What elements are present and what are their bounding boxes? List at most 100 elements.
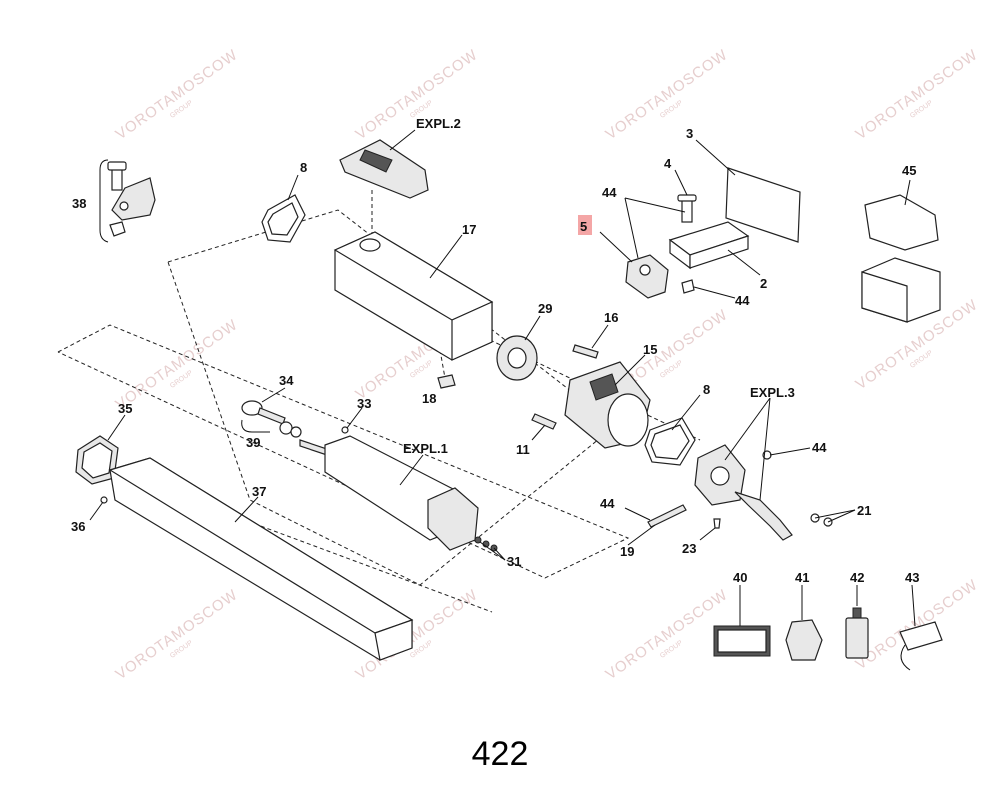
watermark: VOROTAMOSCOW GROUP	[113, 46, 242, 143]
callout-45[interactable]: 45	[902, 163, 916, 178]
leader-expl3-b	[759, 397, 771, 501]
bottle-shape	[845, 617, 869, 659]
callout-expl-2[interactable]: EXPL.2	[416, 116, 461, 131]
cover-vent-shape	[359, 149, 393, 173]
accessory-inner-shape	[717, 629, 767, 653]
part-21-bolts	[810, 513, 833, 527]
part-18-key	[437, 374, 456, 389]
callout-expl-1[interactable]: EXPL.1	[403, 441, 448, 456]
callout-33[interactable]: 33	[357, 396, 371, 411]
part-23-screw	[713, 518, 721, 529]
leader-36	[89, 501, 104, 521]
callout-16[interactable]: 16	[604, 310, 618, 325]
bracket-brace	[99, 159, 109, 243]
callout-expl-3[interactable]: EXPL.3	[750, 385, 795, 400]
callout-35[interactable]: 35	[118, 401, 132, 416]
leader-expl3-a	[724, 397, 771, 461]
leader-16	[591, 324, 609, 349]
part-34-rod-end	[241, 400, 286, 425]
capacitor-shape	[899, 621, 943, 651]
callout-4[interactable]: 4	[664, 156, 672, 171]
callout-40[interactable]: 40	[733, 570, 747, 585]
bag-shape	[785, 619, 823, 661]
callout-8-left[interactable]: 8	[300, 160, 307, 175]
cylinder-head-shape	[427, 487, 479, 551]
nuts-brace	[241, 419, 270, 433]
callout-2[interactable]: 2	[760, 276, 767, 291]
callout-43[interactable]: 43	[905, 570, 919, 585]
part-39-nuts	[241, 419, 302, 438]
output-shaft-shape	[734, 491, 793, 541]
callout-38[interactable]: 38	[72, 196, 86, 211]
part-45-packaging-box	[861, 194, 941, 323]
leader-5	[599, 231, 633, 263]
watermark: VOROTAMOSCOW GROUP	[603, 46, 732, 143]
screw-shape	[100, 496, 108, 504]
leader-19	[627, 524, 656, 546]
part-17-motor-housing	[333, 231, 494, 361]
part-11-pin	[531, 413, 557, 430]
callout-42[interactable]: 42	[850, 570, 864, 585]
leader-11	[531, 424, 546, 441]
callout-8-right[interactable]: 8	[703, 382, 710, 397]
callout-29[interactable]: 29	[538, 301, 552, 316]
part-3-mounting-plate	[725, 167, 801, 243]
leader-44c	[769, 447, 811, 456]
part-15-electric-motor	[564, 361, 651, 449]
callout-15[interactable]: 15	[643, 342, 657, 357]
callout-23[interactable]: 23	[682, 541, 696, 556]
callout-41[interactable]: 41	[795, 570, 809, 585]
callout-labels: 38 8 EXPL.2 17 29 16 15 18 11 8 EXPL.3 4…	[71, 116, 919, 585]
callout-3[interactable]: 3	[686, 126, 693, 141]
callout-36[interactable]: 36	[71, 519, 85, 534]
callout-21[interactable]: 21	[857, 503, 871, 518]
capacitor-wire-shape	[900, 644, 911, 671]
plate-front-shape	[689, 235, 749, 269]
thread-shape	[257, 407, 286, 425]
leader-17	[429, 234, 463, 279]
callout-5[interactable]: 5	[580, 219, 587, 234]
pin-shape	[681, 197, 693, 223]
watermark-text: VOROTAMOSCOW	[113, 316, 242, 413]
gasket-inner-shape	[650, 424, 690, 460]
callout-39[interactable]: 39	[246, 435, 260, 450]
leader-21b	[827, 509, 856, 523]
box-front-shape	[861, 271, 908, 323]
gasket-inner-shape	[267, 202, 299, 236]
callout-44-rod[interactable]: 44	[600, 496, 615, 511]
callout-11[interactable]: 11	[516, 442, 530, 457]
callout-31[interactable]: 31	[507, 554, 521, 569]
screw-shape	[474, 536, 482, 544]
clamp-hole-shape	[639, 264, 651, 276]
leader-33	[346, 407, 363, 429]
nut-shape	[290, 426, 302, 438]
leader-44a-1	[624, 197, 686, 213]
motor-terminal-shape	[589, 373, 619, 401]
part-8-gasket-right	[644, 417, 696, 466]
callout-44-flange[interactable]: 44	[812, 440, 827, 455]
part-38-bracket-kit	[99, 159, 156, 243]
leader-35	[107, 414, 126, 441]
callout-44-nut[interactable]: 44	[735, 293, 750, 308]
pin-shape	[572, 344, 599, 359]
callout-18[interactable]: 18	[422, 391, 436, 406]
part-29-coupling	[496, 335, 538, 381]
callout-17[interactable]: 17	[462, 222, 476, 237]
watermark: VOROTAMOSCOW GROUP	[113, 316, 242, 413]
screw-shape	[713, 518, 721, 529]
flange-hub-shape	[710, 466, 730, 486]
leader-3	[695, 139, 736, 176]
housing-hole-shape	[359, 238, 381, 252]
part-42-oil-bottle	[845, 607, 869, 659]
callout-37[interactable]: 37	[252, 484, 266, 499]
callout-44-clamp[interactable]: 44	[602, 185, 617, 200]
watermark: VOROTAMOSCOW GROUP	[853, 46, 982, 143]
expl-3-gear-flange	[694, 444, 793, 541]
watermark-text: VOROTAMOSCOW	[113, 586, 242, 683]
callout-34[interactable]: 34	[279, 373, 294, 388]
part-8-gasket-left	[261, 194, 306, 243]
callout-19[interactable]: 19	[620, 544, 634, 559]
leader-44b	[693, 286, 736, 299]
plate-shape	[725, 167, 801, 243]
